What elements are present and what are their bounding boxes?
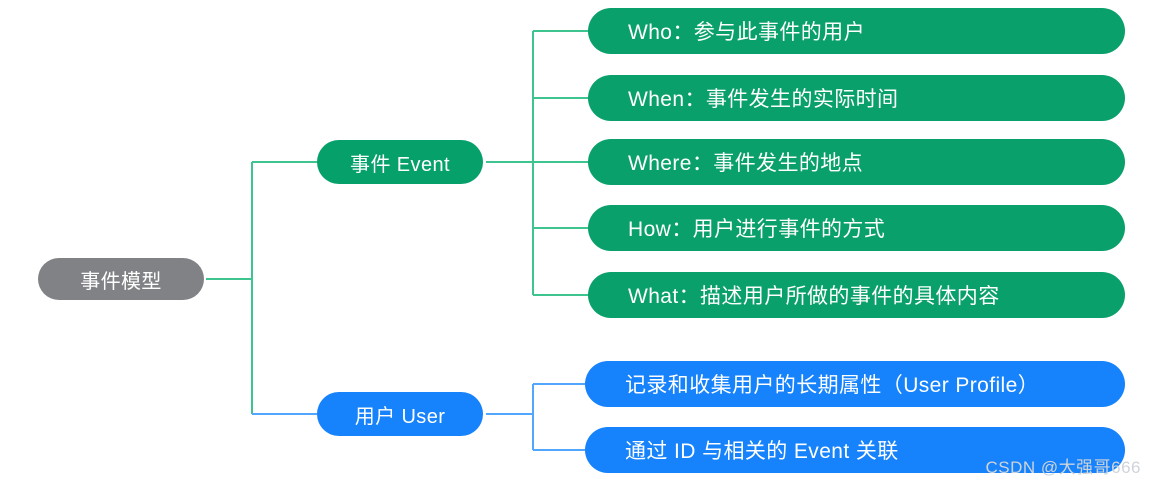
leaf-node-event-where[interactable]: Where：事件发生的地点 bbox=[588, 139, 1125, 185]
leaf-node-event-what[interactable]: What：描述用户所做的事件的具体内容 bbox=[588, 272, 1125, 318]
leaf-node-event-who[interactable]: Who：参与此事件的用户 bbox=[588, 8, 1125, 54]
branch-node-user[interactable]: 用户 User bbox=[317, 392, 483, 436]
leaf-node-event-how[interactable]: How：用户进行事件的方式 bbox=[588, 205, 1125, 251]
leaf-node-user-event-link[interactable]: 通过 ID 与相关的 Event 关联 bbox=[585, 427, 1125, 473]
leaf-node-event-when[interactable]: When：事件发生的实际时间 bbox=[588, 75, 1125, 121]
root-node-event-model[interactable]: 事件模型 bbox=[38, 258, 204, 300]
csdn-watermark: CSDN @大强哥666 bbox=[985, 458, 1141, 477]
leaf-node-user-profile[interactable]: 记录和收集用户的长期属性（User Profile） bbox=[585, 361, 1125, 407]
branch-node-event[interactable]: 事件 Event bbox=[317, 140, 483, 184]
